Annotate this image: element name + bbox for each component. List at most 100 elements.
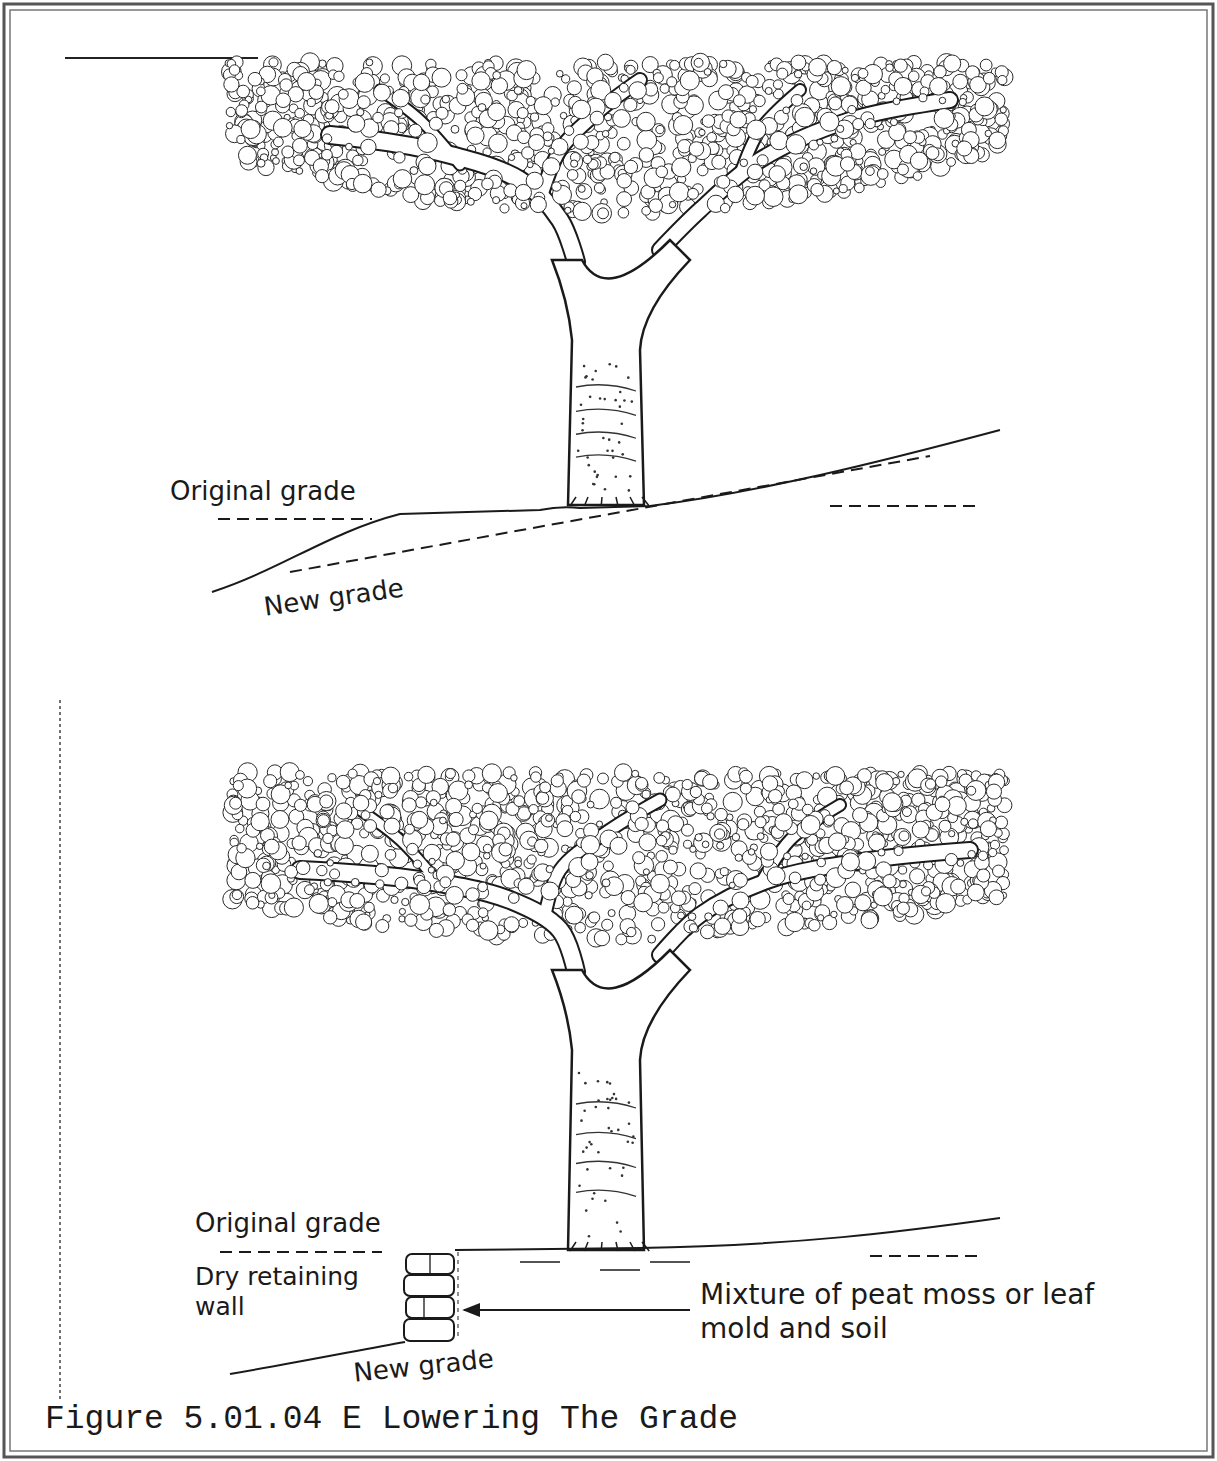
branches — [330, 80, 950, 262]
foliage-clump — [842, 67, 848, 73]
bark — [577, 363, 633, 492]
foliage-clump — [669, 182, 689, 202]
foliage-clump — [643, 869, 649, 875]
foliage-clump — [405, 914, 417, 926]
foliage-clump — [712, 155, 726, 169]
foliage-clump — [325, 100, 339, 114]
bark-dot — [619, 405, 622, 408]
foliage-clump — [810, 168, 817, 175]
foliage-clump — [269, 58, 278, 67]
foliage-clump — [890, 119, 897, 126]
foliage-clump — [567, 170, 578, 181]
foliage-clump — [274, 137, 284, 147]
foliage-clump — [410, 167, 418, 175]
foliage-clump — [413, 74, 429, 90]
foliage-clump — [747, 120, 766, 139]
foliage-clump — [865, 119, 875, 129]
foliage-clump — [410, 167, 417, 174]
foliage-clump — [528, 134, 544, 150]
bark-dot — [592, 483, 595, 486]
foliage-clump — [226, 122, 232, 128]
foliage-clump — [688, 188, 699, 199]
foliage-clump — [248, 72, 262, 86]
foliage-clump — [443, 191, 457, 205]
foliage-clump — [294, 120, 311, 137]
foliage-clump — [521, 203, 527, 209]
foliage-clump — [619, 83, 628, 92]
foliage-clump — [272, 149, 279, 156]
foliage-clump — [402, 898, 409, 905]
foliage-clump — [717, 842, 724, 849]
foliage-clump — [585, 892, 592, 899]
bark-dot — [584, 376, 587, 379]
foliage-clump — [694, 58, 703, 67]
panel-mark — [65, 57, 258, 59]
foliage-clump — [338, 89, 348, 99]
bark-dot — [614, 399, 617, 402]
foliage-clump — [391, 896, 398, 903]
foliage-clump — [514, 87, 522, 95]
foliage-clump — [656, 166, 668, 178]
foliage-clump — [879, 148, 886, 155]
foliage-clump — [673, 116, 692, 135]
bark-dot — [615, 475, 618, 478]
bark-dot — [619, 391, 622, 394]
foliage-clump — [543, 132, 552, 141]
foliage-clump — [236, 105, 248, 117]
foliage-clump — [829, 97, 842, 110]
foliage-clump — [395, 109, 403, 117]
foliage-clump — [639, 148, 653, 162]
foliage-clump — [590, 111, 604, 125]
foliage-clump — [482, 178, 494, 190]
foliage-clump — [292, 138, 307, 153]
foliage-clump — [224, 77, 239, 92]
foliage-clump — [298, 72, 316, 90]
foliage-clump — [735, 854, 742, 861]
foliage-clump — [478, 908, 488, 918]
foliage-clump — [910, 869, 925, 884]
foliage-clump — [282, 146, 294, 158]
foliage-clump — [881, 85, 890, 94]
bark-dot — [627, 376, 630, 379]
foliage-clump — [866, 167, 875, 176]
foliage-clump — [565, 207, 571, 213]
bark-line — [576, 385, 636, 391]
foliage-clump — [746, 186, 765, 205]
foliage-clump — [746, 75, 758, 87]
foliage-clump — [573, 134, 588, 149]
foliage-clump — [409, 124, 422, 137]
foliage-clump — [848, 105, 856, 113]
foliage-clump — [552, 182, 561, 191]
root-flare — [570, 497, 649, 506]
bark-dot — [577, 449, 580, 452]
foliage-clump — [296, 168, 303, 175]
branch-outline — [540, 80, 640, 200]
foliage-clump — [493, 197, 500, 204]
foliage-clump — [854, 183, 864, 193]
foliage-clump — [583, 155, 591, 163]
bark-line — [576, 432, 636, 438]
foliage-clump — [995, 113, 1008, 126]
foliage-clump — [241, 120, 260, 139]
foliage-clump — [238, 146, 256, 164]
foliage-clump — [700, 925, 714, 939]
foliage-clump — [624, 160, 637, 173]
foliage-clump — [346, 143, 353, 150]
bark-dot — [591, 378, 594, 381]
foliage-clump — [858, 69, 868, 79]
foliage-clump — [476, 864, 488, 876]
foliage-clump — [629, 82, 647, 100]
foliage-clump — [732, 833, 740, 841]
foliage-clump — [258, 159, 274, 175]
foliage-clump — [845, 882, 861, 898]
foliage-clump — [656, 125, 664, 133]
foliage-clump — [723, 792, 742, 811]
foliage-clump — [653, 73, 663, 83]
foliage-clump — [353, 155, 363, 165]
foliage-clump — [603, 861, 613, 871]
foliage-clump — [543, 158, 560, 175]
foliage-clump — [457, 83, 468, 94]
bark-dot — [581, 429, 584, 432]
foliage-clump — [592, 204, 612, 224]
bark-dot — [580, 403, 583, 406]
